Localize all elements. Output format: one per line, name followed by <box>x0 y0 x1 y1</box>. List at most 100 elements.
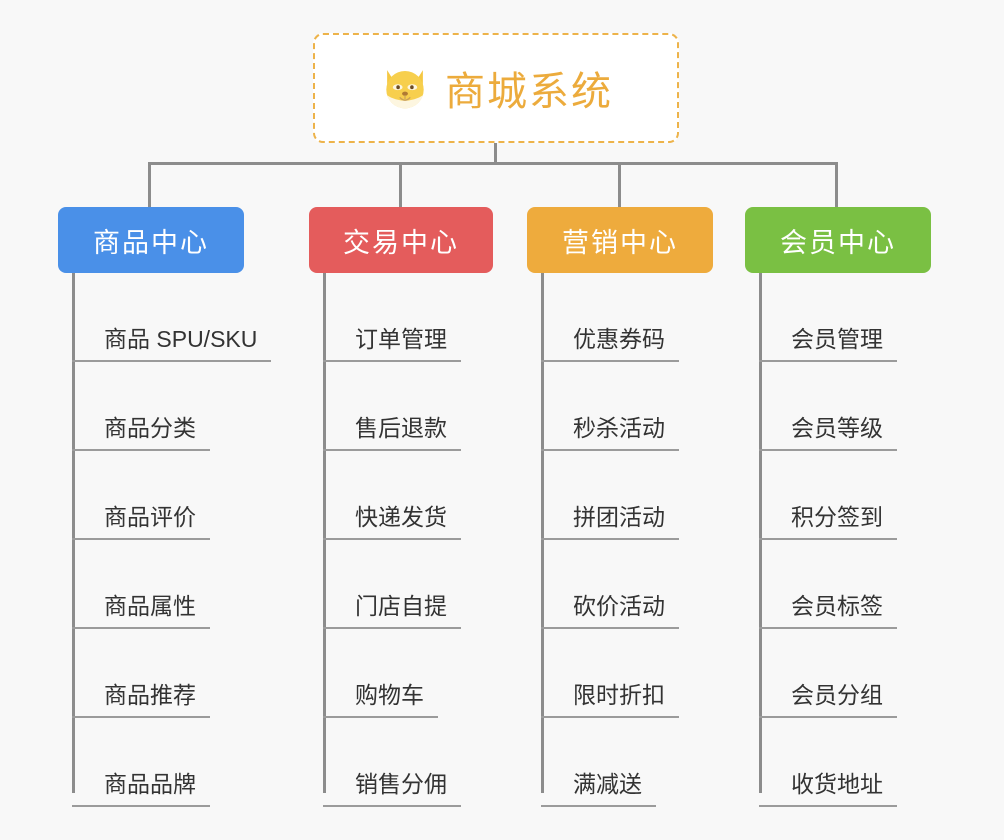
leaf-item-label: 商品分类 <box>104 415 196 441</box>
leaf-item-underline <box>323 538 461 540</box>
category-header-4[interactable]: 会员中心 <box>745 207 931 273</box>
leaf-item[interactable]: 商品 SPU/SKU <box>72 273 271 362</box>
category-header-3[interactable]: 营销中心 <box>527 207 713 273</box>
category-header-label: 交易中心 <box>343 227 459 258</box>
leaf-item[interactable]: 会员标签 <box>759 540 931 629</box>
leaf-item-label: 满减送 <box>573 771 642 797</box>
leaf-item-underline <box>541 360 679 362</box>
leaf-item-label: 秒杀活动 <box>573 415 665 441</box>
leaf-item[interactable]: 满减送 <box>541 718 713 807</box>
leaf-item[interactable]: 优惠券码 <box>541 273 713 362</box>
leaf-item[interactable]: 购物车 <box>323 629 493 718</box>
category-column-4: 会员中心会员管理会员等级积分签到会员标签会员分组收货地址 <box>745 207 931 807</box>
leaf-item[interactable]: 会员等级 <box>759 362 931 451</box>
connector-root-stem <box>494 143 497 165</box>
leaf-item-label: 优惠券码 <box>573 326 665 352</box>
leaf-item-underline <box>541 716 679 718</box>
leaf-item[interactable]: 售后退款 <box>323 362 493 451</box>
category-header-label: 营销中心 <box>562 227 678 258</box>
leaf-item-label: 购物车 <box>355 682 424 708</box>
leaf-item-underline <box>323 360 461 362</box>
leaf-item-underline <box>541 805 656 807</box>
leaf-item-underline <box>541 538 679 540</box>
connector-drop-2 <box>399 162 402 208</box>
category-items-3: 优惠券码秒杀活动拼团活动砍价活动限时折扣满减送 <box>541 273 713 807</box>
root-node-mall-system[interactable]: 商城系统 <box>313 33 679 143</box>
leaf-item-underline <box>759 538 897 540</box>
root-node-title: 商城系统 <box>445 70 613 114</box>
leaf-item-label: 会员等级 <box>791 415 883 441</box>
leaf-item[interactable]: 门店自提 <box>323 540 493 629</box>
leaf-item-label: 砍价活动 <box>573 593 665 619</box>
leaf-item-label: 拼团活动 <box>573 504 665 530</box>
leaf-item[interactable]: 收货地址 <box>759 718 931 807</box>
connector-drop-4 <box>835 162 838 208</box>
connector-trunk-1 <box>72 273 75 793</box>
leaf-item[interactable]: 积分签到 <box>759 451 931 540</box>
category-header-label: 商品中心 <box>93 227 209 258</box>
leaf-item-underline <box>72 449 210 451</box>
connector-trunk-2 <box>323 273 326 793</box>
leaf-item-underline <box>72 716 210 718</box>
leaf-item-label: 会员管理 <box>791 326 883 352</box>
leaf-item-underline <box>541 449 679 451</box>
leaf-item[interactable]: 会员管理 <box>759 273 931 362</box>
leaf-item-label: 售后退款 <box>355 415 447 441</box>
category-items-4: 会员管理会员等级积分签到会员标签会员分组收货地址 <box>759 273 931 807</box>
leaf-item[interactable]: 砍价活动 <box>541 540 713 629</box>
leaf-item-underline <box>323 716 438 718</box>
leaf-item-underline <box>72 538 210 540</box>
leaf-item-label: 商品 SPU/SKU <box>104 326 258 352</box>
leaf-item-label: 商品推荐 <box>104 682 196 708</box>
category-items-2: 订单管理售后退款快递发货门店自提购物车销售分佣 <box>323 273 493 807</box>
leaf-item-underline <box>759 627 897 629</box>
category-column-3: 营销中心优惠券码秒杀活动拼团活动砍价活动限时折扣满减送 <box>527 207 713 807</box>
leaf-item[interactable]: 商品品牌 <box>72 718 244 807</box>
leaf-item[interactable]: 拼团活动 <box>541 451 713 540</box>
leaf-item-label: 快递发货 <box>355 504 447 530</box>
leaf-item[interactable]: 快递发货 <box>323 451 493 540</box>
leaf-item-underline <box>541 627 679 629</box>
leaf-item[interactable]: 商品属性 <box>72 540 244 629</box>
shiba-dog-face-icon <box>379 62 431 114</box>
connector-trunk-4 <box>759 273 762 793</box>
leaf-item-label: 限时折扣 <box>573 682 665 708</box>
category-items-1: 商品 SPU/SKU 商品分类商品评价商品属性商品推荐商品品牌 <box>72 273 271 807</box>
leaf-item-underline <box>323 805 461 807</box>
leaf-item[interactable]: 商品推荐 <box>72 629 244 718</box>
leaf-item-label: 商品品牌 <box>104 771 196 797</box>
connector-trunk-3 <box>541 273 544 793</box>
leaf-item[interactable]: 商品分类 <box>72 362 244 451</box>
connector-drop-1 <box>148 162 151 208</box>
leaf-item-label: 订单管理 <box>355 326 447 352</box>
leaf-item[interactable]: 会员分组 <box>759 629 931 718</box>
leaf-item-underline <box>323 627 461 629</box>
leaf-item-label: 门店自提 <box>355 593 447 619</box>
leaf-item-label: 会员分组 <box>791 682 883 708</box>
category-column-1: 商品中心商品 SPU/SKU 商品分类商品评价商品属性商品推荐商品品牌 <box>58 207 271 807</box>
category-header-2[interactable]: 交易中心 <box>309 207 493 273</box>
leaf-item-underline <box>72 360 271 362</box>
leaf-item-underline <box>323 449 461 451</box>
connector-horizontal-bus <box>148 162 838 165</box>
leaf-item-label: 积分签到 <box>791 504 883 530</box>
category-column-2: 交易中心订单管理售后退款快递发货门店自提购物车销售分佣 <box>309 207 493 807</box>
leaf-item-underline <box>759 360 897 362</box>
leaf-item[interactable]: 商品评价 <box>72 451 244 540</box>
category-header-1[interactable]: 商品中心 <box>58 207 244 273</box>
leaf-item[interactable]: 秒杀活动 <box>541 362 713 451</box>
leaf-item-label: 会员标签 <box>791 593 883 619</box>
leaf-item-underline <box>72 627 210 629</box>
leaf-item-underline <box>72 805 210 807</box>
leaf-item-underline <box>759 805 897 807</box>
leaf-item[interactable]: 销售分佣 <box>323 718 493 807</box>
leaf-item-label: 收货地址 <box>791 771 883 797</box>
category-header-label: 会员中心 <box>780 227 896 258</box>
leaf-item[interactable]: 订单管理 <box>323 273 493 362</box>
leaf-item-label: 商品评价 <box>104 504 196 530</box>
leaf-item-label: 销售分佣 <box>355 771 447 797</box>
leaf-item-underline <box>759 449 897 451</box>
leaf-item[interactable]: 限时折扣 <box>541 629 713 718</box>
leaf-item-label: 商品属性 <box>104 593 196 619</box>
